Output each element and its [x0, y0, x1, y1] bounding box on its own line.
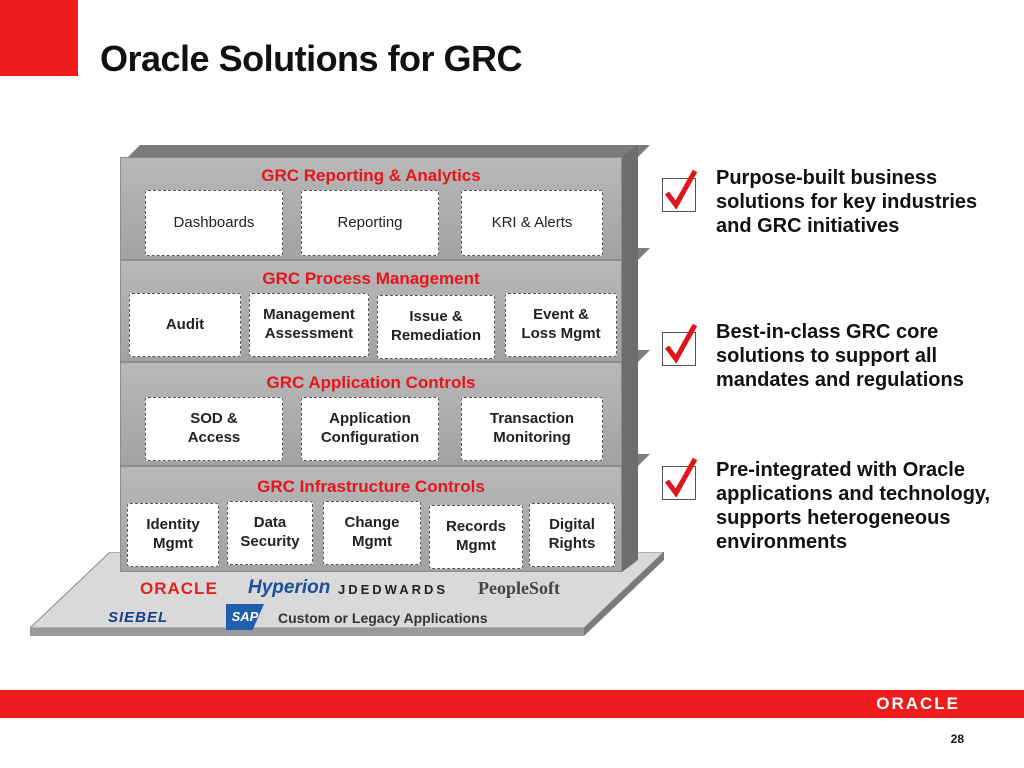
box-application-configuration[interactable]: Application Configuration: [301, 397, 439, 461]
box-reporting[interactable]: Reporting: [301, 190, 439, 256]
box-digital-rights[interactable]: Digital Rights: [529, 503, 615, 567]
box-kri-alerts[interactable]: KRI & Alerts: [461, 190, 603, 256]
slide-title: Oracle Solutions for GRC: [100, 38, 523, 79]
box-event-loss-mgmt[interactable]: Event & Loss Mgmt: [505, 293, 617, 357]
checkmark-icon: [662, 457, 698, 500]
box-audit[interactable]: Audit: [129, 293, 241, 357]
bullet-pre-integrated: Pre-integrated with Oracle applications …: [716, 459, 991, 553]
layer-top-edge: [128, 145, 650, 157]
box-change-mgmt[interactable]: Change Mgmt: [323, 501, 421, 565]
layer-application-controls: GRC Application Controls SOD & Access Ap…: [120, 362, 622, 466]
layer-side-edge: [622, 145, 638, 260]
layer-title: GRC Infrastructure Controls: [257, 477, 485, 496]
oracle-logo: ORACLE: [140, 579, 218, 598]
box-data-security[interactable]: Data Security: [227, 501, 313, 565]
layer-side-edge: [622, 454, 638, 572]
layer-title: GRC Reporting & Analytics: [261, 166, 481, 185]
layer-side-edge: [622, 248, 638, 362]
checkmark-icon: [662, 323, 698, 366]
corner-accent-block: [0, 0, 78, 76]
box-identity-mgmt[interactable]: Identity Mgmt: [127, 503, 219, 567]
box-issue-remediation[interactable]: Issue & Remediation: [377, 295, 495, 359]
box-records-mgmt[interactable]: Records Mgmt: [429, 505, 523, 569]
box-transaction-monitoring[interactable]: Transaction Monitoring: [461, 397, 603, 461]
legacy-applications-label: Custom or Legacy Applications: [278, 610, 488, 626]
siebel-logo: SIEBEL: [108, 609, 169, 626]
layer-title: GRC Application Controls: [266, 373, 476, 392]
layer-reporting-analytics: GRC Reporting & Analytics Dashboards Rep…: [120, 157, 622, 260]
jdedwards-logo: JDEDWARDS: [338, 582, 449, 597]
checkmark-icon: [662, 169, 698, 212]
box-dashboards[interactable]: Dashboards: [145, 190, 283, 256]
layer-process-management: GRC Process Management Audit Management …: [120, 260, 622, 362]
bullet-best-in-class: Best-in-class GRC core solutions to supp…: [716, 321, 964, 391]
layer-side-edge: [622, 350, 638, 466]
layer-infrastructure-controls: GRC Infrastructure Controls Identity Mgm…: [120, 466, 622, 572]
layer-title: GRC Process Management: [262, 269, 480, 288]
footer-oracle-logo: ORACLE: [876, 694, 960, 713]
peoplesoft-logo: PeopleSoft: [478, 578, 560, 598]
page-number: 28: [950, 732, 964, 746]
hyperion-logo: Hyperion: [248, 577, 331, 598]
box-management-assessment[interactable]: Management Assessment: [249, 293, 369, 357]
box-sod-access[interactable]: SOD & Access: [145, 397, 283, 461]
bullet-purpose-built: Purpose-built business solutions for key…: [716, 167, 978, 237]
footer-bar: ORACLE: [0, 690, 1024, 718]
